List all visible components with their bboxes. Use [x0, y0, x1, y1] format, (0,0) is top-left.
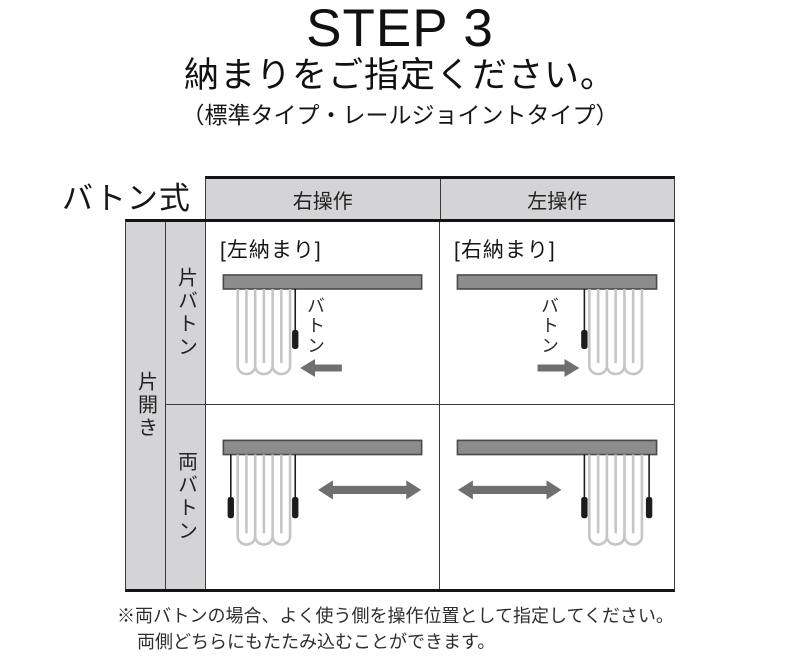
curtain-diagram-double-baton-left: [222, 439, 423, 546]
row-label-double-baton: 両バトン: [166, 405, 206, 589]
table-body: 片開き 片バトン [左納まり] バトン [右納まり] バトン 両バトン: [125, 219, 675, 592]
cell-left-operation-double-baton: [440, 405, 674, 589]
cell-right-operation-double-baton: [206, 405, 440, 589]
title-block: STEP 3 納まりをご指定ください。 （標準タイプ・レールジョイントタイプ）: [0, 0, 800, 128]
footnote-line-1: ※両バトンの場合、よく使う側を操作位置として指定してください。: [117, 606, 674, 626]
row-group-label-single-opening: 片開き: [126, 222, 166, 589]
fit-label-left: [左納まり]: [220, 239, 322, 262]
table-header-row: 右操作 左操作: [205, 176, 675, 222]
col-header-right-operation: 右操作: [206, 179, 441, 219]
footnote-line-2: 両側どちらにもたたみ込むことができます。: [137, 632, 496, 653]
curtain-diagram-right-fit: [456, 274, 658, 377]
fitment-table: 右操作 左操作 片開き 片バトン [左納まり] バトン [右納まり] バトン 両…: [125, 176, 675, 592]
row-label-single-baton: 片バトン: [166, 222, 206, 405]
row-label-single-baton-text: 片バトン: [174, 267, 197, 359]
curtain-diagram-double-baton-right: [456, 439, 658, 546]
cell-right-operation-single-baton: [左納まり] バトン: [206, 222, 440, 405]
row-group-label-text: 片開き: [134, 371, 157, 440]
col-header-left-operation: 左操作: [527, 190, 588, 213]
curtain-diagram-left-fit: [222, 274, 423, 377]
type-note: （標準タイプ・レールジョイントタイプ）: [181, 101, 619, 128]
baton-callout-label: バトン: [539, 296, 559, 356]
instruction-title: 納まりをご指定ください。: [183, 56, 616, 96]
table-side-label: バトン式: [62, 181, 191, 216]
fit-label-right: [右納まり]: [454, 239, 556, 262]
footnote: ※両バトンの場合、よく使う側を操作位置として指定してください。 両側どちらにもた…: [117, 603, 674, 655]
row-label-double-baton-text: 両バトン: [174, 451, 197, 543]
baton-callout-label: バトン: [305, 296, 325, 356]
step-title: STEP 3: [306, 0, 494, 58]
cell-left-operation-single-baton: [右納まり] バトン: [440, 222, 674, 405]
